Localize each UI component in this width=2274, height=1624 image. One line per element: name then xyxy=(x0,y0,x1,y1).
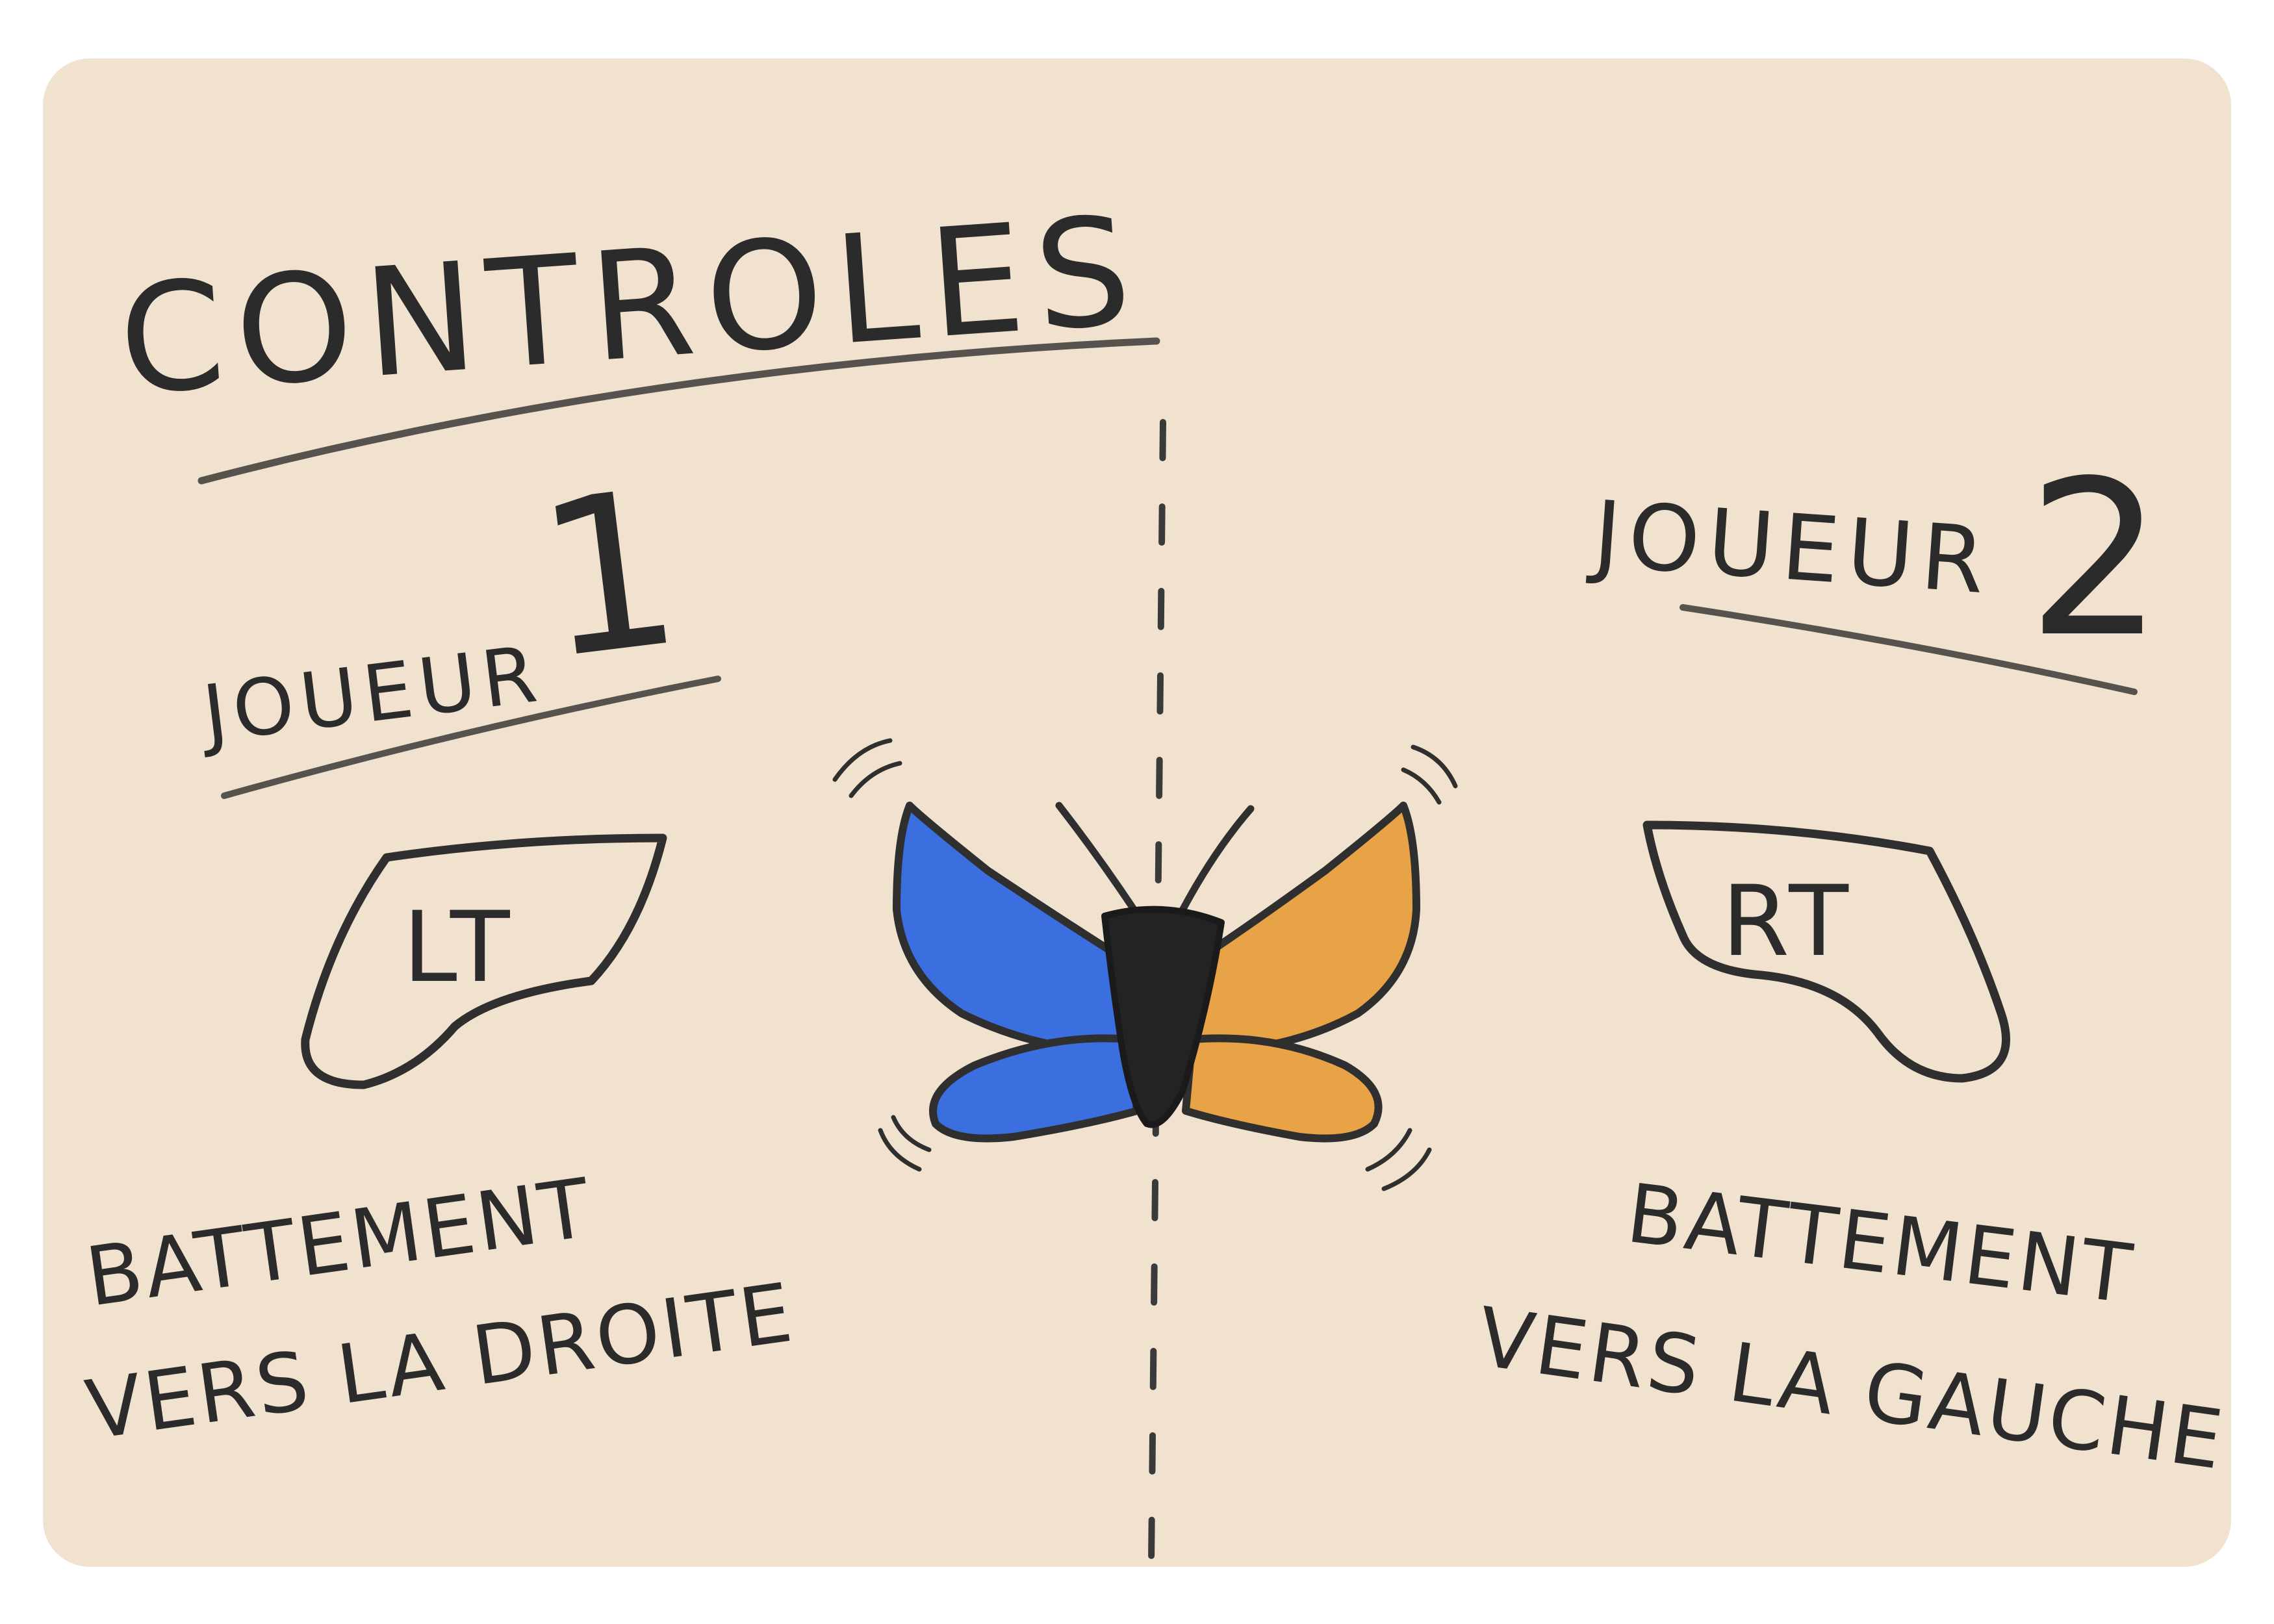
rt-button-label: RT xyxy=(1722,865,1855,978)
motion-lines-top-left xyxy=(832,738,902,798)
player1-label: JOUEUR xyxy=(194,629,548,761)
motion-lines-bottom-right xyxy=(1365,1128,1432,1191)
motion-lines-bottom-left xyxy=(878,1115,932,1172)
player1-underline xyxy=(221,676,721,799)
trigger-button-icon xyxy=(301,833,667,1089)
motion-lines-top-right xyxy=(1401,744,1458,805)
trigger-button-icon xyxy=(1642,820,2010,1083)
butterfly-wing-right-lower xyxy=(1182,1034,1383,1143)
player2-label: JOUEUR xyxy=(1585,481,1996,615)
player2-number: 2 xyxy=(2027,435,2164,684)
player2-heading: JOUEUR 2 xyxy=(1585,435,2164,684)
center-divider xyxy=(1148,419,1166,1566)
butterfly-wing-left-lower xyxy=(929,1034,1141,1143)
player2-action: BATTEMENT VERS LA GAUCHE xyxy=(1472,1167,2230,1488)
title-underline xyxy=(198,337,1160,485)
player1-action: BATTEMENT VERS LA DROITE xyxy=(81,1161,800,1458)
player2-underline xyxy=(1680,604,2138,695)
butterfly-icon xyxy=(832,738,1458,1191)
player1-heading: JOUEUR 1 xyxy=(194,443,692,761)
player2-action-line1: BATTEMENT xyxy=(1622,1167,2139,1322)
lt-button-label: LT xyxy=(403,891,517,1004)
lt-trigger-button: LT xyxy=(301,833,667,1089)
butterfly-body xyxy=(1101,906,1225,1128)
player1-number: 1 xyxy=(526,443,692,707)
player1-action-line1: BATTEMENT xyxy=(81,1161,598,1325)
controls-card xyxy=(43,58,2231,1567)
rt-trigger-button: RT xyxy=(1642,820,2010,1083)
butterfly-wing-left-upper xyxy=(893,802,1134,1056)
